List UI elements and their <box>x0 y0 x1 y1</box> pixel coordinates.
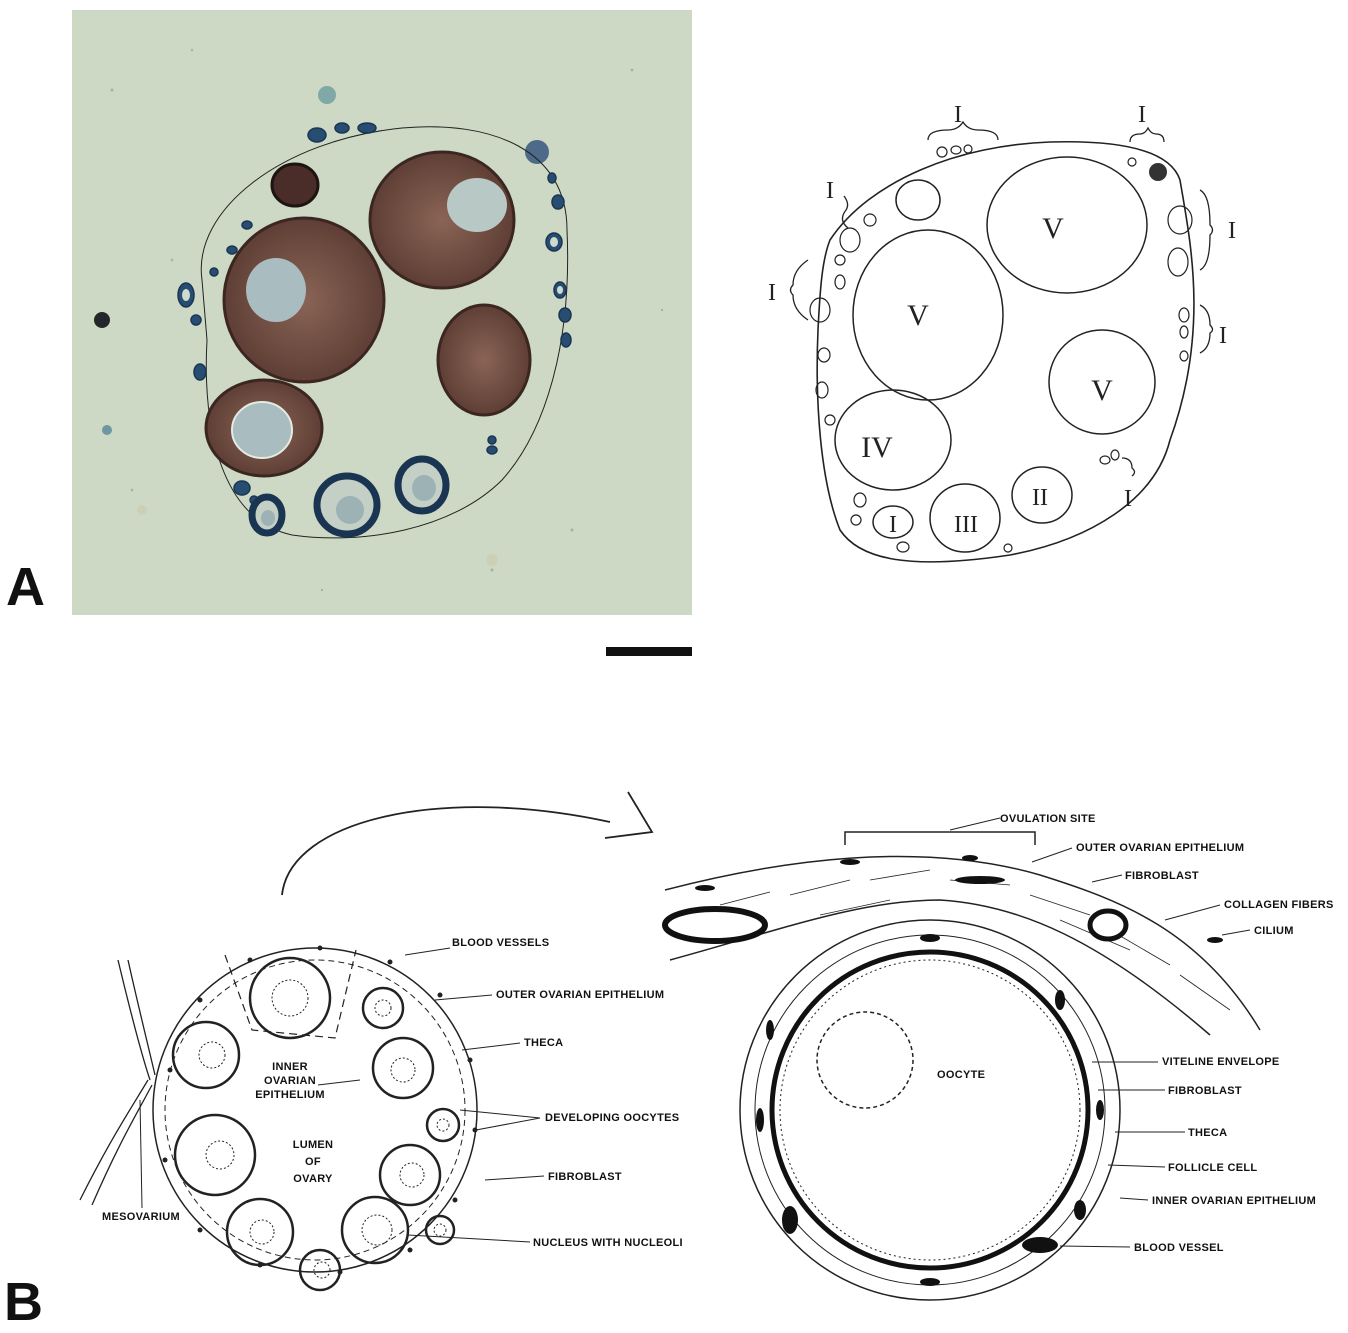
label-fibroblast-mid: FIBROBLAST <box>1168 1085 1242 1097</box>
label-follicle-cell: FOLLICLE CELL <box>1168 1162 1257 1174</box>
panel-a-letter: A <box>6 560 45 614</box>
oocyte-nucleus <box>817 1012 913 1108</box>
label-inner-2: OVARIAN <box>264 1075 316 1087</box>
label-outer-ovarian-epithelium-detail: OUTER OVARIAN EPITHELIUM <box>1076 842 1244 854</box>
follicle-cell-layer <box>780 960 1080 1260</box>
stage-label-ii: II <box>1032 485 1048 511</box>
label-lumen-2: OF <box>305 1156 321 1168</box>
micrograph-photo <box>72 10 692 615</box>
peripheral-label-top-right: I <box>1138 102 1146 128</box>
stage-label-i: I <box>889 512 897 538</box>
dark-blob <box>1149 163 1167 181</box>
peripheral-label-upper-left: I <box>826 178 834 204</box>
label-lumen-3: OVARY <box>293 1173 333 1185</box>
label-blood-vessel: BLOOD VESSEL <box>1134 1242 1224 1254</box>
stage-label-v-2: V <box>907 299 929 332</box>
label-oocyte: OOCYTE <box>937 1069 985 1081</box>
stage-label-v-1: V <box>1042 212 1064 245</box>
label-theca-detail: THECA <box>1188 1127 1227 1139</box>
label-collagen-fibers: COLLAGEN FIBERS <box>1224 899 1334 911</box>
label-blood-vessels: BLOOD VESSELS <box>452 937 549 949</box>
follicle-stage-v-1 <box>987 157 1147 293</box>
viteline-envelope <box>772 952 1088 1268</box>
micrograph-drawing <box>72 10 692 615</box>
blood-vessel-band <box>665 909 765 941</box>
label-mesovarium: MESOVARIUM <box>102 1211 180 1223</box>
peripheral-label-right: I <box>1228 218 1236 244</box>
label-outer-ovarian-epithelium: OUTER OVARIAN EPITHELIUM <box>496 989 664 1001</box>
ovary-inner-wall <box>165 960 465 1260</box>
stage-label-iv: IV <box>861 431 893 464</box>
ovulation-site-bracket <box>845 832 1035 845</box>
label-theca: THECA <box>524 1037 563 1049</box>
theca-outer-ring <box>740 920 1120 1300</box>
label-fibroblast: FIBROBLAST <box>548 1171 622 1183</box>
label-viteline-envelope: VITELINE ENVELOPE <box>1162 1056 1280 1068</box>
detail-wedge <box>225 950 356 1038</box>
peripheral-label-right-2: I <box>1219 323 1227 349</box>
label-inner-ovarian-epithelium-detail: INNER OVARIAN EPITHELIUM <box>1152 1195 1316 1207</box>
label-inner-1: INNER <box>272 1061 308 1073</box>
stage-label-iii: III <box>954 512 978 538</box>
sketch-diagram: V V V IV III II I I I I I I I I <box>760 100 1240 570</box>
peripheral-label-left: I <box>768 280 776 306</box>
label-cilium: CILIUM <box>1254 925 1294 937</box>
follicle-stage-iv <box>835 390 951 490</box>
transition-arrow <box>282 807 610 895</box>
blood-vessel-small <box>1090 911 1126 939</box>
transition-arrow-head <box>605 792 652 838</box>
stage-label-v-3: V <box>1091 374 1113 407</box>
small-follicle <box>896 180 940 220</box>
label-ovulation-site: OVULATION SITE <box>1000 813 1096 825</box>
ovary-outline <box>817 142 1194 562</box>
theca-inner-ring <box>755 935 1105 1285</box>
mesovarium-strands <box>80 960 155 1205</box>
label-lumen-1: LUMEN <box>293 1139 334 1151</box>
label-inner-3: EPITHELIUM <box>255 1089 325 1101</box>
ovary-overview-diagram: BLOOD VESSELS OUTER OVARIAN EPITHELIUM T… <box>0 780 680 1333</box>
peripheral-label-top: I <box>954 102 962 128</box>
scale-bar <box>606 647 692 656</box>
peripheral-label-bottom-right: I <box>1124 486 1132 512</box>
follicle-detail-diagram: OVULATION SITE OUTER OVARIAN EPITHELIUM … <box>660 800 1348 1300</box>
label-fibroblast-top: FIBROBLAST <box>1125 870 1199 882</box>
